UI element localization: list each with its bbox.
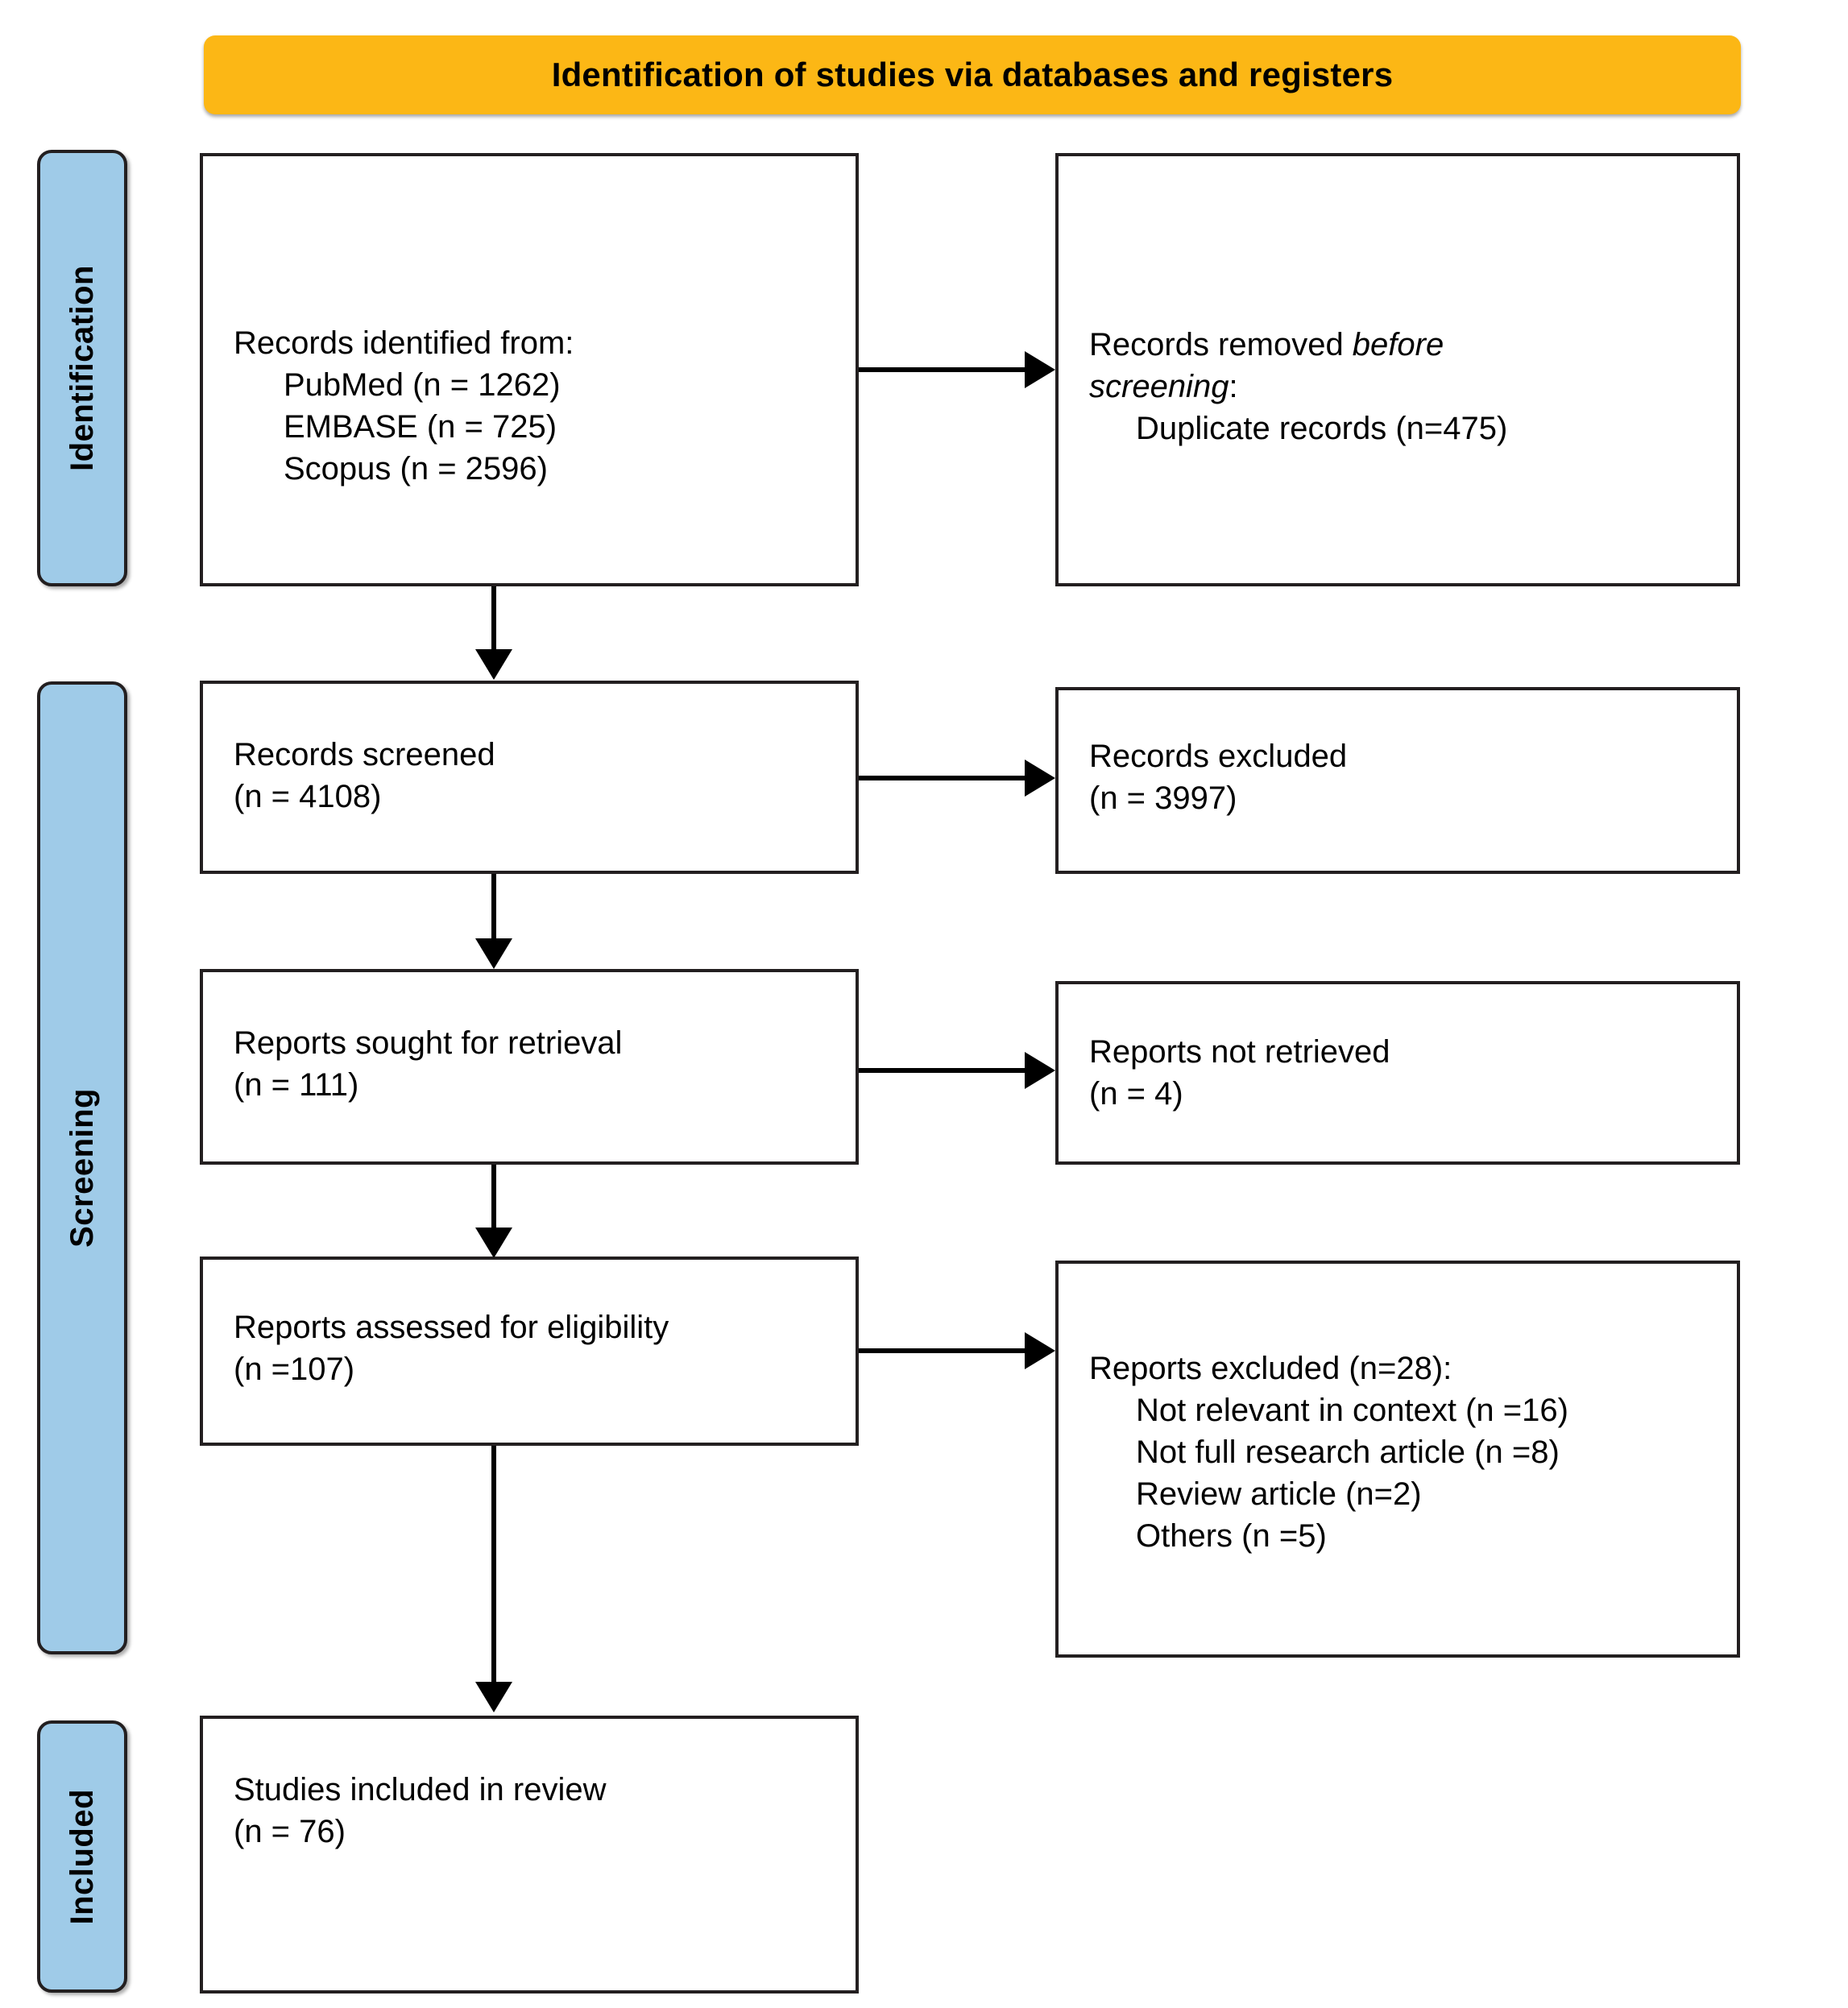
records-identified-title: Records identified from: xyxy=(234,325,574,361)
stage-label-included-text: Included xyxy=(64,1788,100,1925)
records-removed-title-line2: screening: xyxy=(1089,366,1721,408)
connector-screened-to-excluded xyxy=(859,776,1026,780)
arrowhead-sought-to-not-retrieved xyxy=(1025,1052,1055,1089)
records-screened-count: (n = 4108) xyxy=(234,779,382,814)
records-identified-source-pubmed: PubMed (n = 1262) xyxy=(284,367,561,403)
arrowhead-sought-to-assessed xyxy=(475,1228,512,1258)
connector-screened-to-sought xyxy=(491,874,496,942)
reports-excluded-reason-not-full-article: Not full research article (n =8) xyxy=(1136,1435,1560,1470)
arrowhead-screened-to-sought xyxy=(475,938,512,969)
records-screened-title: Records screened xyxy=(234,737,495,772)
connector-assessed-to-reports-excluded xyxy=(859,1348,1026,1353)
reports-not-retrieved-count: (n = 4) xyxy=(1089,1076,1183,1112)
connector-identified-to-removed xyxy=(859,367,1026,372)
arrowhead-assessed-to-included xyxy=(475,1682,512,1712)
records-identified-source-embase: EMBASE (n = 725) xyxy=(284,409,557,445)
box-records-excluded: Records excluded (n = 3997) xyxy=(1055,687,1740,874)
reports-not-retrieved-title: Reports not retrieved xyxy=(1089,1034,1390,1070)
records-identified-source-scopus: Scopus (n = 2596) xyxy=(284,451,548,486)
box-reports-assessed-body: Reports assessed for eligibility (n =107… xyxy=(234,1306,839,1390)
box-records-identified: Records identified from: PubMed (n = 126… xyxy=(200,153,859,586)
box-records-removed: Records removed before screening: Duplic… xyxy=(1055,153,1740,586)
reports-sought-count: (n = 111) xyxy=(234,1067,359,1103)
stage-label-identification: Identification xyxy=(37,150,127,586)
box-records-removed-body: Records removed before screening: Duplic… xyxy=(1089,324,1721,449)
reports-excluded-reason-others: Others (n =5) xyxy=(1136,1518,1327,1554)
connector-identified-to-screened xyxy=(491,586,496,652)
records-excluded-count: (n = 3997) xyxy=(1089,780,1237,816)
connector-sought-to-assessed xyxy=(491,1165,496,1231)
stage-label-included: Included xyxy=(37,1720,127,1993)
reports-assessed-title: Reports assessed for eligibility xyxy=(234,1310,669,1345)
stage-label-identification-text: Identification xyxy=(64,265,100,471)
records-removed-title-italic-screening: screening xyxy=(1089,369,1229,404)
arrowhead-screened-to-excluded xyxy=(1025,760,1055,797)
box-reports-assessed: Reports assessed for eligibility (n =107… xyxy=(200,1257,859,1446)
records-removed-title-suffix: : xyxy=(1229,369,1238,404)
phase-banner: Identification of studies via databases … xyxy=(204,35,1741,114)
box-reports-not-retrieved-body: Reports not retrieved (n = 4) xyxy=(1089,1031,1721,1115)
box-reports-excluded-reasons-body: Reports excluded (n=28): Not relevant in… xyxy=(1089,1348,1721,1557)
box-studies-included: Studies included in review (n = 76) xyxy=(200,1716,859,1994)
box-studies-included-body: Studies included in review (n = 76) xyxy=(234,1769,839,1853)
reports-excluded-reason-review-article: Review article (n=2) xyxy=(1136,1476,1422,1512)
reports-sought-title: Reports sought for retrieval xyxy=(234,1025,623,1061)
connector-sought-to-not-retrieved xyxy=(859,1068,1026,1073)
records-removed-title-italic-before: before xyxy=(1352,327,1444,362)
box-reports-sought: Reports sought for retrieval (n = 111) xyxy=(200,969,859,1165)
arrowhead-assessed-to-reports-excluded xyxy=(1025,1332,1055,1369)
records-removed-title-line1: Records removed before xyxy=(1089,324,1721,366)
studies-included-title: Studies included in review xyxy=(234,1772,607,1807)
reports-excluded-reason-not-relevant: Not relevant in context (n =16) xyxy=(1136,1393,1568,1428)
records-excluded-title: Records excluded xyxy=(1089,739,1348,774)
reports-assessed-count: (n =107) xyxy=(234,1352,355,1387)
stage-label-screening-text: Screening xyxy=(64,1088,100,1248)
arrowhead-identified-to-removed xyxy=(1025,351,1055,388)
box-records-screened-body: Records screened (n = 4108) xyxy=(234,734,839,818)
studies-included-count: (n = 76) xyxy=(234,1814,346,1849)
box-records-excluded-body: Records excluded (n = 3997) xyxy=(1089,735,1721,819)
stage-label-screening: Screening xyxy=(37,681,127,1654)
box-reports-not-retrieved: Reports not retrieved (n = 4) xyxy=(1055,981,1740,1165)
phase-banner-title: Identification of studies via databases … xyxy=(551,56,1394,93)
records-removed-title-prefix: Records removed xyxy=(1089,327,1353,362)
reports-excluded-title: Reports excluded (n=28): xyxy=(1089,1351,1452,1386)
connector-assessed-to-included xyxy=(491,1446,496,1685)
box-records-screened: Records screened (n = 4108) xyxy=(200,681,859,874)
box-records-identified-body: Records identified from: PubMed (n = 126… xyxy=(234,322,839,490)
box-reports-excluded-reasons: Reports excluded (n=28): Not relevant in… xyxy=(1055,1261,1740,1658)
arrowhead-identified-to-screened xyxy=(475,649,512,680)
box-reports-sought-body: Reports sought for retrieval (n = 111) xyxy=(234,1022,839,1106)
records-removed-item-duplicates: Duplicate records (n=475) xyxy=(1136,411,1508,446)
